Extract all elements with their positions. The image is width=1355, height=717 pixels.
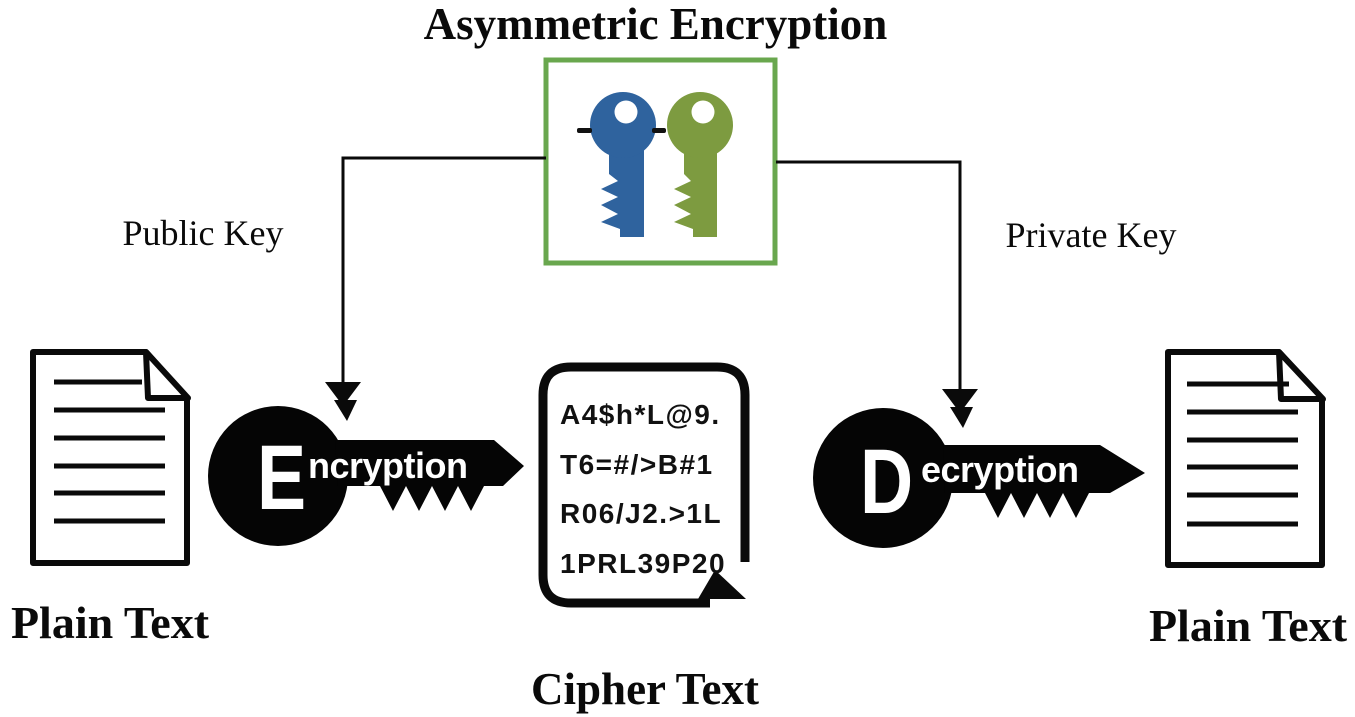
document-fold-corner: [143, 349, 191, 401]
public-key-dash: [577, 128, 592, 133]
plain-text-document-left: [30, 349, 191, 566]
arrowhead: [942, 389, 978, 413]
key-pair-box-border: [543, 57, 778, 266]
plain-text-document-right: [1165, 349, 1326, 568]
private-key-arrow: [776, 160, 978, 428]
cipher-box-border: [538, 362, 750, 608]
plain-text-label-left: Plain Text: [10, 597, 210, 648]
plain-text-label-right: Plain Text: [1148, 600, 1348, 651]
encryption-key-shaft: [335, 440, 524, 511]
cipher-line: T6=#/>B#1: [560, 448, 714, 480]
document-text-lines: [54, 379, 165, 524]
decryption-key-shaft: [943, 445, 1145, 518]
cipher-line: A4$h*L@9.: [560, 399, 721, 430]
cipher-text-box: [538, 362, 750, 608]
document-fold-corner: [1276, 349, 1326, 402]
private-key-head: [667, 92, 733, 158]
cipher-text-label: Cipher Text: [531, 664, 759, 714]
cipher-line: 1PRL39P20: [560, 548, 727, 580]
private-key-label: Private Key: [1005, 215, 1177, 255]
public-key-arrow: [325, 156, 546, 421]
private-key-hole: [691, 100, 715, 124]
decryption-key-icon: [813, 408, 1145, 548]
public-key-shaft: [601, 146, 644, 237]
arrowhead-tip: [334, 400, 357, 421]
public-key-hole: [614, 100, 638, 124]
document-text-lines: [1187, 381, 1298, 527]
decryption-key-head: [813, 408, 953, 548]
decryption-key-initial: D: [860, 431, 914, 533]
arrowhead: [325, 382, 361, 406]
diagram-title: Asymmetric Encryption: [423, 0, 888, 49]
public-key-head: [590, 92, 656, 158]
private-key-shaft: [674, 146, 717, 237]
private-key-icon: [652, 92, 733, 237]
public-key-label: Public Key: [122, 213, 284, 253]
encryption-key-word: ncryption: [308, 445, 468, 486]
private-key-dash: [652, 128, 666, 133]
encryption-key-icon: [208, 406, 524, 546]
encryption-key-head: [208, 406, 348, 546]
cipher-line: R06/J2.>1L: [560, 498, 723, 530]
arrowhead-tip: [950, 407, 973, 428]
cipher-box-fold-corner: [698, 570, 746, 599]
encryption-key-initial: E: [257, 427, 307, 529]
public-key-icon: [577, 92, 656, 237]
cipher-text-content: A4$h*L@9. T6=#/>B#1 R06/J2.>1L 1PRL39P20: [560, 390, 742, 589]
decryption-key-word: ecryption: [921, 449, 1079, 490]
key-pair-box: [543, 57, 778, 266]
